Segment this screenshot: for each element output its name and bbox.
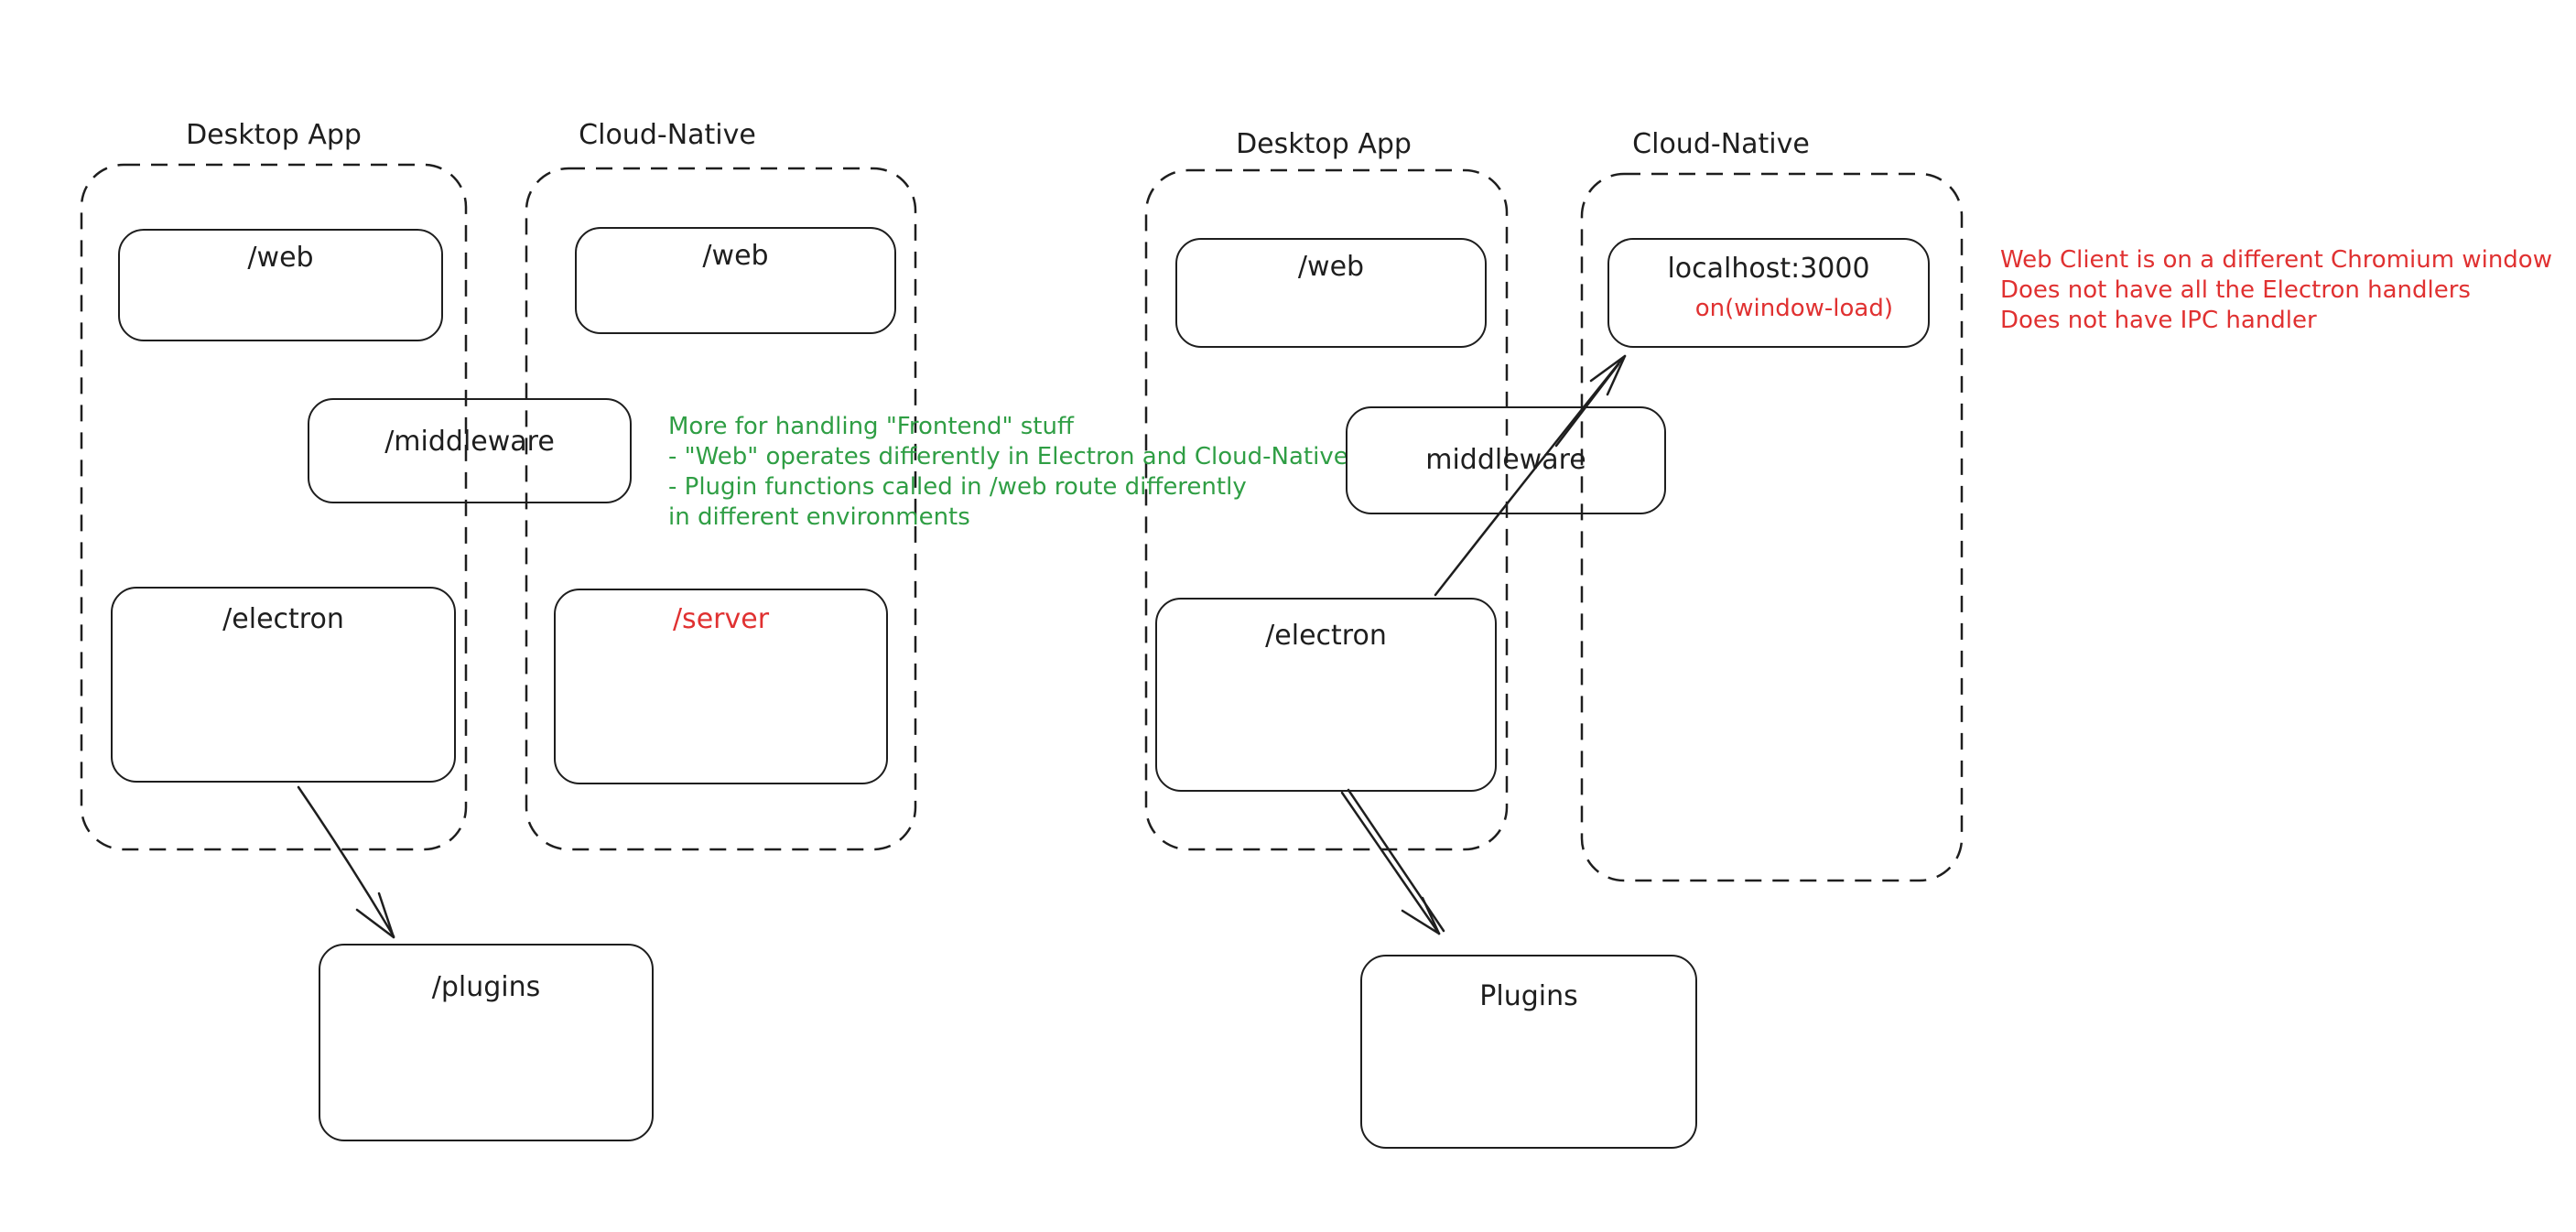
arrow-head-tick bbox=[377, 892, 395, 939]
middleware-box-label: /middleware bbox=[384, 426, 555, 458]
arrow-electron-to-plugins-left bbox=[297, 785, 395, 939]
localhost-box: localhost:3000 on(window-load) bbox=[1607, 238, 1930, 348]
green-annotation-line: - "Web" operates differently in Electron… bbox=[668, 443, 1348, 470]
web-box-label: /web bbox=[702, 240, 769, 272]
plugins-box-label: /plugins bbox=[431, 971, 541, 1003]
plugins-box-left: /plugins bbox=[319, 944, 654, 1141]
arrow-head-tick bbox=[355, 908, 395, 939]
desktop-app-container-left bbox=[80, 163, 468, 851]
arrow-head-tick bbox=[1606, 354, 1627, 396]
green-annotation-line: - Plugin functions called in /web route … bbox=[668, 473, 1247, 501]
red-annotation-line: Web Client is on a different Chromium wi… bbox=[2000, 246, 2552, 274]
red-annotation-line: Does not have IPC handler bbox=[2000, 307, 2317, 334]
red-annotation-line: Does not have all the Electron handlers bbox=[2000, 276, 2471, 304]
electron-box-label: /electron bbox=[1265, 620, 1387, 652]
electron-box-label: /electron bbox=[222, 603, 344, 635]
web-box-desktop-right: /web bbox=[1175, 238, 1487, 348]
middleware-box-label: middleware bbox=[1425, 444, 1586, 476]
green-annotation: More for handling "Frontend" stuff - "We… bbox=[668, 412, 1348, 533]
localhost-box-event: on(window-load) bbox=[1694, 295, 1893, 322]
green-annotation-line: in different environments bbox=[668, 503, 970, 531]
plugins-box-right: Plugins bbox=[1360, 955, 1697, 1149]
arrow-sketch-stroke bbox=[1554, 362, 1620, 448]
electron-box-left: /electron bbox=[111, 587, 456, 783]
desktop-app-label-right: Desktop App bbox=[1236, 128, 1412, 160]
web-box-desktop-left: /web bbox=[118, 229, 443, 341]
web-box-label: /web bbox=[247, 242, 314, 274]
server-box-left: /server bbox=[554, 589, 888, 784]
cloud-native-label-left: Cloud-Native bbox=[579, 119, 756, 151]
arrow-sketch-stroke bbox=[1347, 788, 1445, 933]
cloud-native-container-right bbox=[1580, 172, 1964, 882]
arrow-head-tick bbox=[1421, 896, 1441, 935]
server-box-label: /server bbox=[672, 603, 770, 635]
desktop-app-container-right bbox=[1144, 168, 1509, 851]
arrow-line bbox=[297, 785, 395, 938]
plugins-box-label: Plugins bbox=[1479, 980, 1578, 1012]
arrow-electron-to-plugins-right bbox=[1340, 788, 1445, 935]
electron-box-right: /electron bbox=[1155, 598, 1497, 792]
web-box-cloud-left: /web bbox=[575, 227, 896, 334]
arrow-head-tick bbox=[1401, 909, 1441, 935]
red-annotation: Web Client is on a different Chromium wi… bbox=[2000, 245, 2552, 336]
arrow-head-tick bbox=[1589, 354, 1627, 383]
cloud-native-container-left bbox=[525, 167, 917, 851]
arrow-line bbox=[1434, 356, 1625, 597]
arrow-electron-to-localhost bbox=[1434, 354, 1627, 597]
arrow-line bbox=[1340, 791, 1441, 935]
cloud-native-label-right: Cloud-Native bbox=[1632, 128, 1810, 160]
localhost-box-title: localhost:3000 bbox=[1667, 253, 1870, 285]
green-annotation-line: More for handling "Frontend" stuff bbox=[668, 413, 1074, 440]
web-box-label: /web bbox=[1297, 251, 1365, 283]
middleware-box-right: middleware bbox=[1346, 406, 1666, 514]
desktop-app-label-left: Desktop App bbox=[186, 119, 362, 151]
middleware-box-left: /middleware bbox=[308, 398, 632, 503]
